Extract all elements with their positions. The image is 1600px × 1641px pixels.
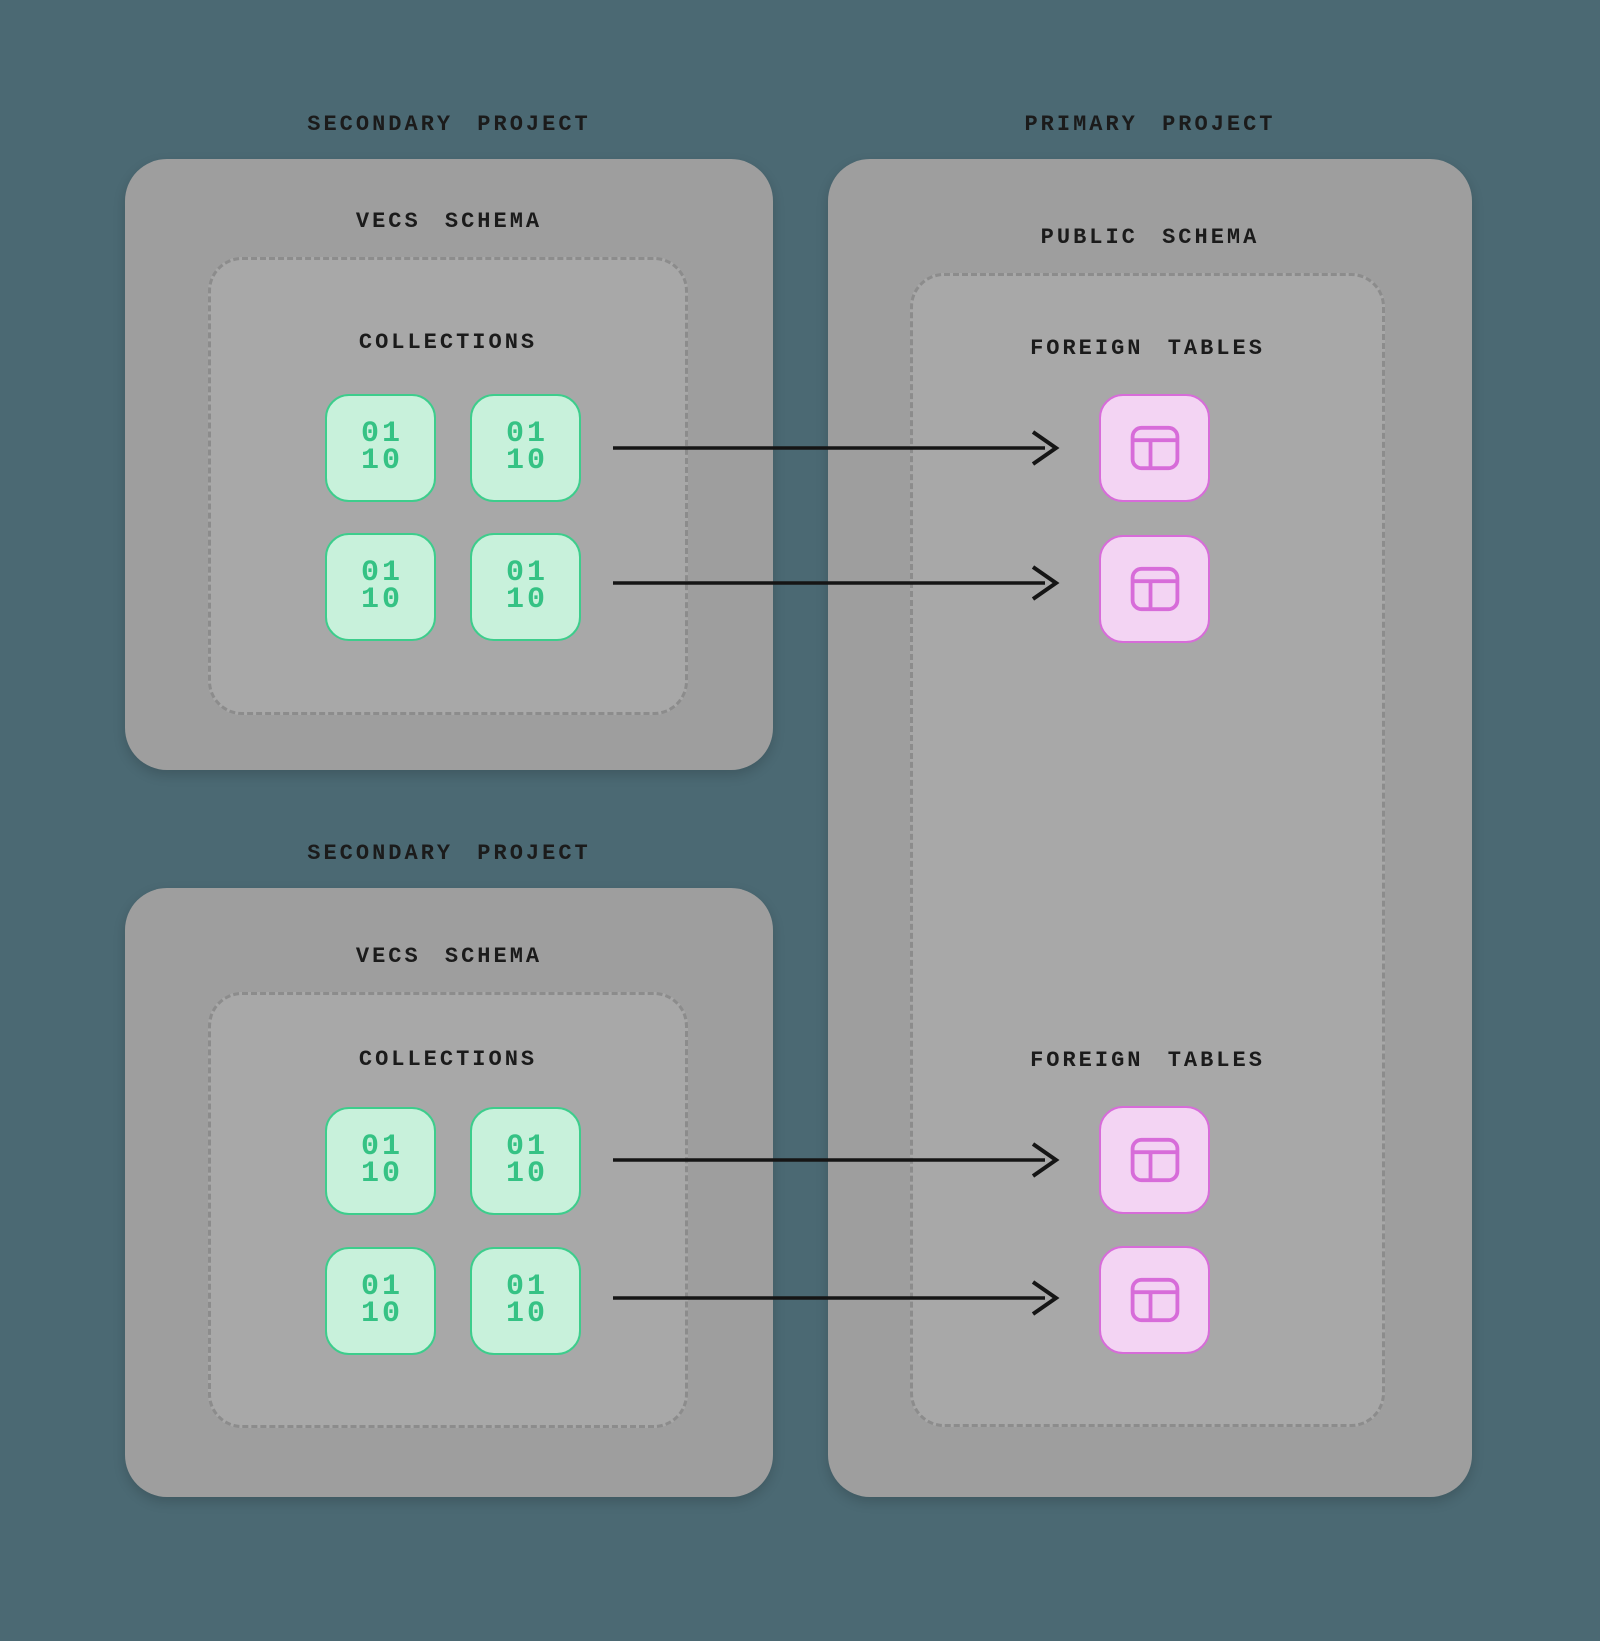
secondary-project-label-2: SECONDARY PROJECT <box>307 841 591 866</box>
table-glyph <box>1130 1277 1179 1323</box>
collection-icon-binary: 10 <box>505 1157 548 1191</box>
secondary-project-box-1: VECS SCHEMA COLLECTIONS 01 10 01 10 01 1… <box>125 159 773 770</box>
primary-project-box: PUBLIC SCHEMA FOREIGN TABLES FOREIGN TAB… <box>828 159 1472 1497</box>
collection-to-table-arrow-3 <box>613 1142 1060 1178</box>
secondary-project-box-2: VECS SCHEMA COLLECTIONS 01 10 01 10 01 1… <box>125 888 773 1497</box>
collection-icon: 01 10 <box>470 394 581 502</box>
foreign-tables-label-2: FOREIGN TABLES <box>1030 1048 1265 1073</box>
table-icon <box>1099 394 1210 502</box>
collection-icon: 01 10 <box>470 1247 581 1355</box>
collection-icon-binary: 01 <box>360 1130 403 1164</box>
vecs-schema-label-1: VECS SCHEMA <box>355 209 543 234</box>
collection-icon-binary: 01 <box>505 417 548 451</box>
collection-to-table-arrow-2 <box>613 565 1060 601</box>
collection-icon: 01 10 <box>470 533 581 641</box>
collection-icon-binary: 01 <box>360 556 403 590</box>
collection-to-table-arrow-1 <box>613 430 1060 466</box>
collection-icon: 01 10 <box>325 533 436 641</box>
collection-icon-binary: 01 <box>360 1270 403 1304</box>
collection-icon-binary: 01 <box>505 556 548 590</box>
collections-container-2: COLLECTIONS 01 10 01 10 01 10 01 10 <box>208 992 688 1428</box>
primary-project-label: PRIMARY PROJECT <box>1024 112 1276 137</box>
foreign-tables-label-1: FOREIGN TABLES <box>1030 336 1265 361</box>
table-icon <box>1099 1106 1210 1214</box>
collection-icon-binary: 10 <box>360 583 403 617</box>
collection-icon: 01 10 <box>325 394 436 502</box>
collections-container-1: COLLECTIONS 01 10 01 10 01 10 01 10 <box>208 257 688 715</box>
collection-icon-binary: 01 <box>505 1130 548 1164</box>
collection-icon-binary: 10 <box>360 1157 403 1191</box>
collection-to-table-arrow-4 <box>613 1280 1060 1316</box>
foreign-tables-container: FOREIGN TABLES FOREIGN TABLES <box>910 273 1385 1427</box>
public-schema-label: PUBLIC SCHEMA <box>1040 225 1260 250</box>
collections-label-2: COLLECTIONS <box>358 1047 538 1072</box>
collection-icon: 01 10 <box>470 1107 581 1215</box>
table-glyph <box>1130 425 1179 471</box>
collection-icon: 01 10 <box>325 1247 436 1355</box>
collection-icon-binary: 01 <box>505 1270 548 1304</box>
table-glyph <box>1130 1137 1179 1183</box>
collections-label-1: COLLECTIONS <box>358 330 538 355</box>
secondary-project-label-1: SECONDARY PROJECT <box>307 112 591 137</box>
table-glyph <box>1130 566 1179 612</box>
collection-icon-binary: 10 <box>505 444 548 478</box>
collection-icon-binary: 10 <box>505 1297 548 1331</box>
collection-icon-binary: 01 <box>360 417 403 451</box>
collection-icon-binary: 10 <box>360 444 403 478</box>
collection-icon-binary: 10 <box>360 1297 403 1331</box>
table-icon <box>1099 1246 1210 1354</box>
table-icon <box>1099 535 1210 643</box>
collection-icon-binary: 10 <box>505 583 548 617</box>
vecs-schema-label-2: VECS SCHEMA <box>355 944 543 969</box>
collection-icon: 01 10 <box>325 1107 436 1215</box>
